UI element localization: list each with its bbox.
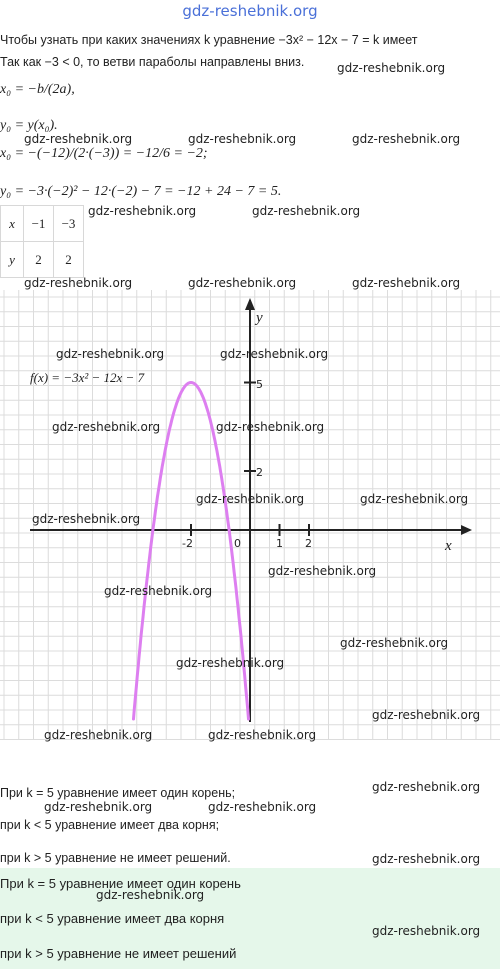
table-row-x: x −1 −3 [0, 205, 84, 242]
y-axis-label: y [254, 310, 263, 326]
watermark[interactable]: gdz-reshebnik.org [44, 800, 153, 814]
watermark[interactable]: gdz-reshebnik.org [88, 204, 197, 218]
x-tick-label: 2 [305, 537, 312, 550]
watermark[interactable]: gdz-reshebnik.org [352, 276, 461, 290]
table-cell: −3 [53, 205, 84, 242]
y0-general-formula: y₀ = y(x₀). [0, 118, 58, 133]
watermark[interactable]: gdz-reshebnik.org [208, 728, 317, 742]
conclusion-line-1: При k = 5 уравнение имеет один корень; [0, 786, 236, 800]
watermark[interactable]: gdz-reshebnik.org [337, 61, 446, 75]
values-table: x −1 −3 y 2 2 [0, 205, 84, 278]
table-cell: y [0, 241, 24, 278]
watermark[interactable]: gdz-reshebnik.org [56, 347, 165, 361]
table-cell: x [0, 205, 24, 242]
y-tick-label: 2 [256, 466, 263, 479]
watermark[interactable]: gdz-reshebnik.org [268, 564, 377, 578]
answer-line-1: При k = 5 уравнение имеет один корень [0, 876, 241, 891]
x-axis-arrow [461, 525, 472, 535]
watermark[interactable]: gdz-reshebnik.org [208, 800, 317, 814]
answer-line-3: при k > 5 уравнение не имеет решений [0, 946, 237, 961]
watermark[interactable]: gdz-reshebnik.org [176, 656, 285, 670]
watermark[interactable]: gdz-reshebnik.org [340, 636, 449, 650]
answer-line-2: при k < 5 уравнение имеет два корня [0, 911, 225, 926]
watermark[interactable]: gdz-reshebnik.org [196, 492, 305, 506]
table-cell: −1 [23, 205, 54, 242]
intro-line-2: Так как −3 < 0, то ветви параболы направ… [0, 55, 305, 69]
x0-calculation: x₀ = −(−12)/(2·(−3)) = −12/6 = −2; [0, 146, 208, 161]
table-cell: 2 [23, 241, 54, 278]
y0-calculation: y₀ = −3·(−2)² − 12·(−2) − 7 = −12 + 24 −… [0, 184, 282, 199]
watermark[interactable]: gdz-reshebnik.org [32, 512, 141, 526]
watermark[interactable]: gdz-reshebnik.org [188, 132, 297, 146]
watermark[interactable]: gdz-reshebnik.org [252, 204, 361, 218]
watermark[interactable]: gdz-reshebnik.org [372, 708, 481, 722]
site-title[interactable]: gdz-reshebnik.org [182, 2, 318, 20]
watermark[interactable]: gdz-reshebnik.org [24, 276, 133, 290]
function-label: f(x) = −3x² − 12x − 7 [30, 370, 145, 385]
conclusion-line-2: при k < 5 уравнение имеет два корня; [0, 818, 220, 832]
conclusion-line-3: при k > 5 уравнение не имеет решений. [0, 851, 231, 865]
x-axis-label: x [444, 538, 452, 554]
x-tick-label: -2 [182, 537, 193, 550]
watermark[interactable]: gdz-reshebnik.org [220, 347, 329, 361]
watermark[interactable]: gdz-reshebnik.org [188, 276, 297, 290]
x-tick-label: 1 [276, 537, 283, 550]
watermark[interactable]: gdz-reshebnik.org [52, 420, 161, 434]
watermark[interactable]: gdz-reshebnik.org [104, 584, 213, 598]
table-cell: 2 [53, 241, 84, 278]
y-axis-arrow [245, 298, 255, 310]
watermark[interactable]: gdz-reshebnik.org [372, 780, 481, 794]
intro-line-1: Чтобы узнать при каких значениях k уравн… [0, 33, 418, 47]
watermark[interactable]: gdz-reshebnik.org [352, 132, 461, 146]
x-tick-label: 0 [234, 537, 241, 550]
watermark[interactable]: gdz-reshebnik.org [96, 888, 205, 902]
watermark[interactable]: gdz-reshebnik.org [44, 728, 153, 742]
watermark[interactable]: gdz-reshebnik.org [372, 924, 481, 938]
x0-general-formula: x₀ = −b/(2a), [0, 82, 75, 97]
table-row-y: y 2 2 [0, 241, 84, 278]
watermark[interactable]: gdz-reshebnik.org [372, 852, 481, 866]
y-tick-label: 5 [256, 378, 263, 391]
answer-box: При k = 5 уравнение имеет один корень пр… [0, 868, 500, 969]
watermark[interactable]: gdz-reshebnik.org [216, 420, 325, 434]
parabola-graph: y x -2 0 1 2 5 2 f(x) = −3x² − 12x − 7 [0, 290, 500, 740]
watermark[interactable]: gdz-reshebnik.org [360, 492, 469, 506]
watermark[interactable]: gdz-reshebnik.org [24, 132, 133, 146]
parabola-curve [132, 380, 250, 721]
